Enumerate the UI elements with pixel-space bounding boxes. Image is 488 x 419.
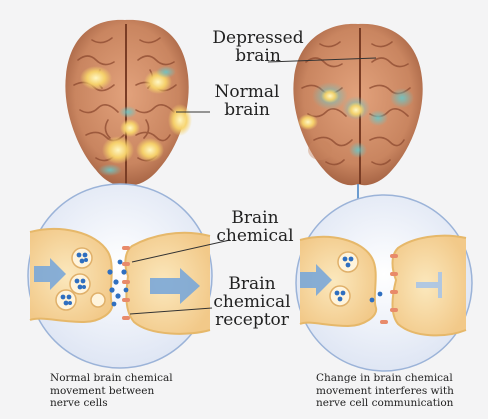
brain-chemical-label-line2: chemical bbox=[210, 228, 300, 246]
normal-brain-label: Normal brain bbox=[204, 84, 290, 120]
receptor-label-line2: chemical bbox=[204, 294, 300, 312]
depressed-brain-label-line2: brain bbox=[208, 48, 308, 66]
normal-caption-line1: Normal brain chemical bbox=[50, 372, 220, 385]
depressed-synapse-circle bbox=[296, 195, 472, 371]
normal-synapse-circle bbox=[28, 184, 212, 368]
depressed-caption-line1: Change in brain chemical bbox=[316, 372, 484, 385]
depressed-brain-label: Depressed brain bbox=[208, 30, 308, 66]
depressed-caption-line3: nerve cell communication bbox=[316, 397, 484, 410]
normal-caption: Normal brain chemical movement between n… bbox=[50, 372, 220, 410]
depressed-caption: Change in brain chemical movement interf… bbox=[316, 372, 484, 410]
brain-chemical-label: Brain chemical bbox=[210, 210, 300, 246]
normal-brain-label-line2: brain bbox=[204, 102, 290, 120]
normal-brain-image bbox=[65, 20, 192, 185]
brain-chemical-receptor-label: Brain chemical receptor bbox=[204, 276, 300, 330]
normal-caption-line2: movement between bbox=[50, 385, 220, 398]
normal-caption-line3: nerve cells bbox=[50, 397, 220, 410]
depressed-caption-line2: movement interferes with bbox=[316, 385, 484, 398]
receptor-label-line3: receptor bbox=[204, 312, 300, 330]
depressed-brain-image bbox=[293, 24, 422, 185]
